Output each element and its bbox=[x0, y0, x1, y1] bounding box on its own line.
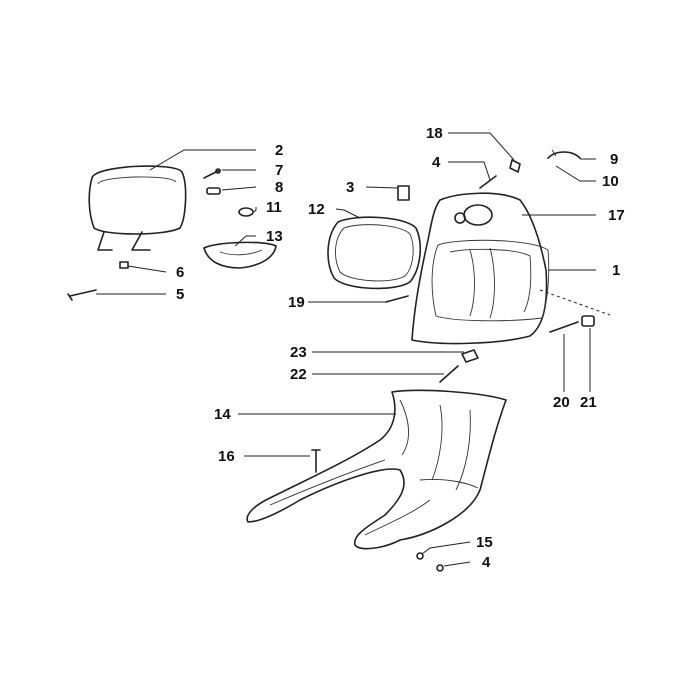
part-nut-15 bbox=[416, 552, 424, 560]
part-clip-8 bbox=[206, 187, 221, 195]
part-seat-cushion bbox=[88, 165, 187, 251]
part-clip-18 bbox=[509, 159, 521, 173]
part-hook-9-10 bbox=[547, 149, 581, 159]
callout-4-top: 4 bbox=[432, 154, 441, 171]
part-screw-4-top bbox=[479, 175, 497, 189]
part-bolt-16 bbox=[311, 449, 321, 473]
callout-7: 7 bbox=[275, 162, 283, 179]
part-screw-20 bbox=[549, 321, 579, 333]
callout-20: 20 bbox=[553, 394, 570, 411]
callout-23: 23 bbox=[290, 344, 307, 361]
callout-labels: 1 2 3 4 4 5 6 7 8 9 10 11 12 13 14 15 16… bbox=[176, 125, 625, 571]
callout-10: 10 bbox=[602, 173, 619, 190]
callout-14: 14 bbox=[214, 406, 231, 423]
part-nut-4-bottom bbox=[436, 564, 444, 572]
callout-21: 21 bbox=[580, 394, 597, 411]
callout-3: 3 bbox=[346, 179, 354, 196]
callout-18: 18 bbox=[426, 125, 443, 142]
callout-9: 9 bbox=[610, 151, 618, 168]
part-bracket-3 bbox=[397, 185, 410, 201]
callout-13: 13 bbox=[266, 228, 283, 245]
leader-lines bbox=[96, 132, 611, 567]
callout-17: 17 bbox=[608, 207, 625, 224]
part-cap-21 bbox=[581, 315, 595, 327]
part-tray-13 bbox=[203, 241, 277, 269]
callout-8: 8 bbox=[275, 179, 283, 196]
callout-12: 12 bbox=[308, 201, 325, 218]
part-bolt-5 bbox=[67, 289, 97, 301]
part-clip-23 bbox=[461, 349, 479, 363]
part-footboard-14 bbox=[246, 389, 507, 550]
part-screw-19 bbox=[385, 295, 409, 303]
callout-4-bottom: 4 bbox=[482, 554, 491, 571]
part-inner-panel-12 bbox=[327, 216, 422, 290]
callout-2: 2 bbox=[275, 142, 283, 159]
callout-1: 1 bbox=[612, 262, 620, 279]
callout-6: 6 bbox=[176, 264, 184, 281]
callout-22: 22 bbox=[290, 366, 307, 383]
callout-5: 5 bbox=[176, 286, 184, 303]
callout-19: 19 bbox=[288, 294, 305, 311]
callout-15: 15 bbox=[476, 534, 493, 551]
callout-16: 16 bbox=[218, 448, 235, 465]
part-nut-6 bbox=[119, 261, 129, 269]
part-screw-22 bbox=[439, 365, 459, 383]
part-screw-7 bbox=[203, 168, 221, 179]
callout-11: 11 bbox=[266, 199, 282, 216]
part-leg-shield-1 bbox=[411, 192, 550, 345]
part-ring-11 bbox=[238, 207, 254, 217]
